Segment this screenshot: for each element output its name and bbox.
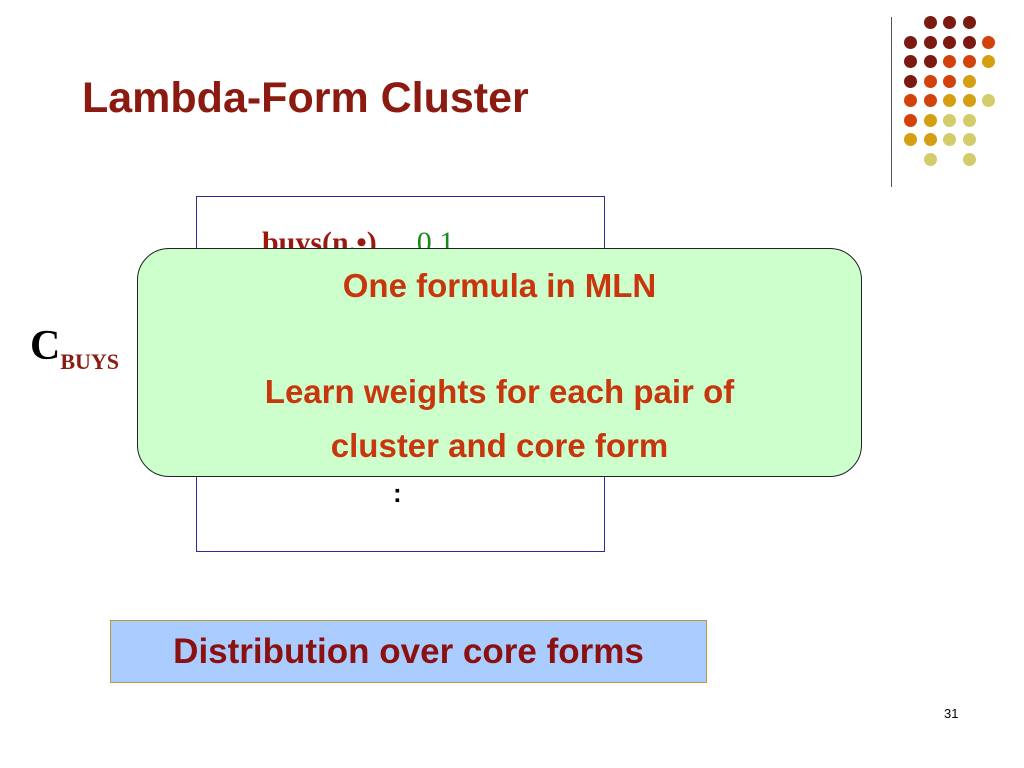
decorative-dot xyxy=(943,16,956,29)
decorative-dot xyxy=(962,133,976,146)
cluster-ellipsis: : xyxy=(393,478,402,508)
cluster-label-main: C xyxy=(30,323,61,369)
cluster-label-subscript: BUYS xyxy=(60,349,120,374)
decorative-dot xyxy=(943,55,956,68)
decorative-dot xyxy=(904,94,917,107)
decorative-dot xyxy=(904,113,917,127)
decorative-dot xyxy=(962,113,976,127)
decorative-dot xyxy=(904,35,917,49)
decorative-dot xyxy=(923,113,937,127)
decorative-dot xyxy=(962,55,976,68)
decorative-dot xyxy=(943,35,956,49)
decorative-dot xyxy=(982,55,995,68)
decorative-dot xyxy=(904,55,917,68)
decorative-dot xyxy=(923,74,937,88)
decorative-dot xyxy=(904,133,917,146)
decorative-dot xyxy=(982,94,995,107)
decorative-dot xyxy=(943,94,956,107)
decorative-dot xyxy=(943,113,956,127)
decorative-dot xyxy=(943,133,956,146)
callout-popup: One formula in MLN Learn weights for eac… xyxy=(137,248,862,477)
callout-line-2: Learn weights for each pair of xyxy=(264,373,735,410)
decorative-dot xyxy=(962,74,976,88)
callout-line-3: cluster and core form xyxy=(330,427,669,464)
decorative-divider xyxy=(891,17,892,187)
decorative-dot xyxy=(982,35,995,49)
decorative-dot-grid xyxy=(900,12,1010,172)
slide-title: Lambda-Form Cluster xyxy=(82,74,529,122)
callout-line-1: One formula in MLN xyxy=(342,267,657,304)
decorative-dot xyxy=(923,133,937,146)
decorative-dot xyxy=(923,152,937,166)
page-number: 31 xyxy=(944,706,959,721)
distribution-label-box: Distribution over core forms xyxy=(110,620,707,683)
decorative-dot xyxy=(923,94,937,107)
decorative-dot xyxy=(904,74,917,88)
decorative-dot xyxy=(962,35,976,49)
cluster-label: CBUYS xyxy=(30,322,119,375)
decorative-dot xyxy=(962,152,976,166)
decorative-dot xyxy=(962,16,976,29)
decorative-dot xyxy=(923,16,937,29)
decorative-dot xyxy=(943,74,956,88)
decorative-dot xyxy=(962,94,976,107)
decorative-dot xyxy=(923,55,937,68)
decorative-dot xyxy=(923,35,937,49)
